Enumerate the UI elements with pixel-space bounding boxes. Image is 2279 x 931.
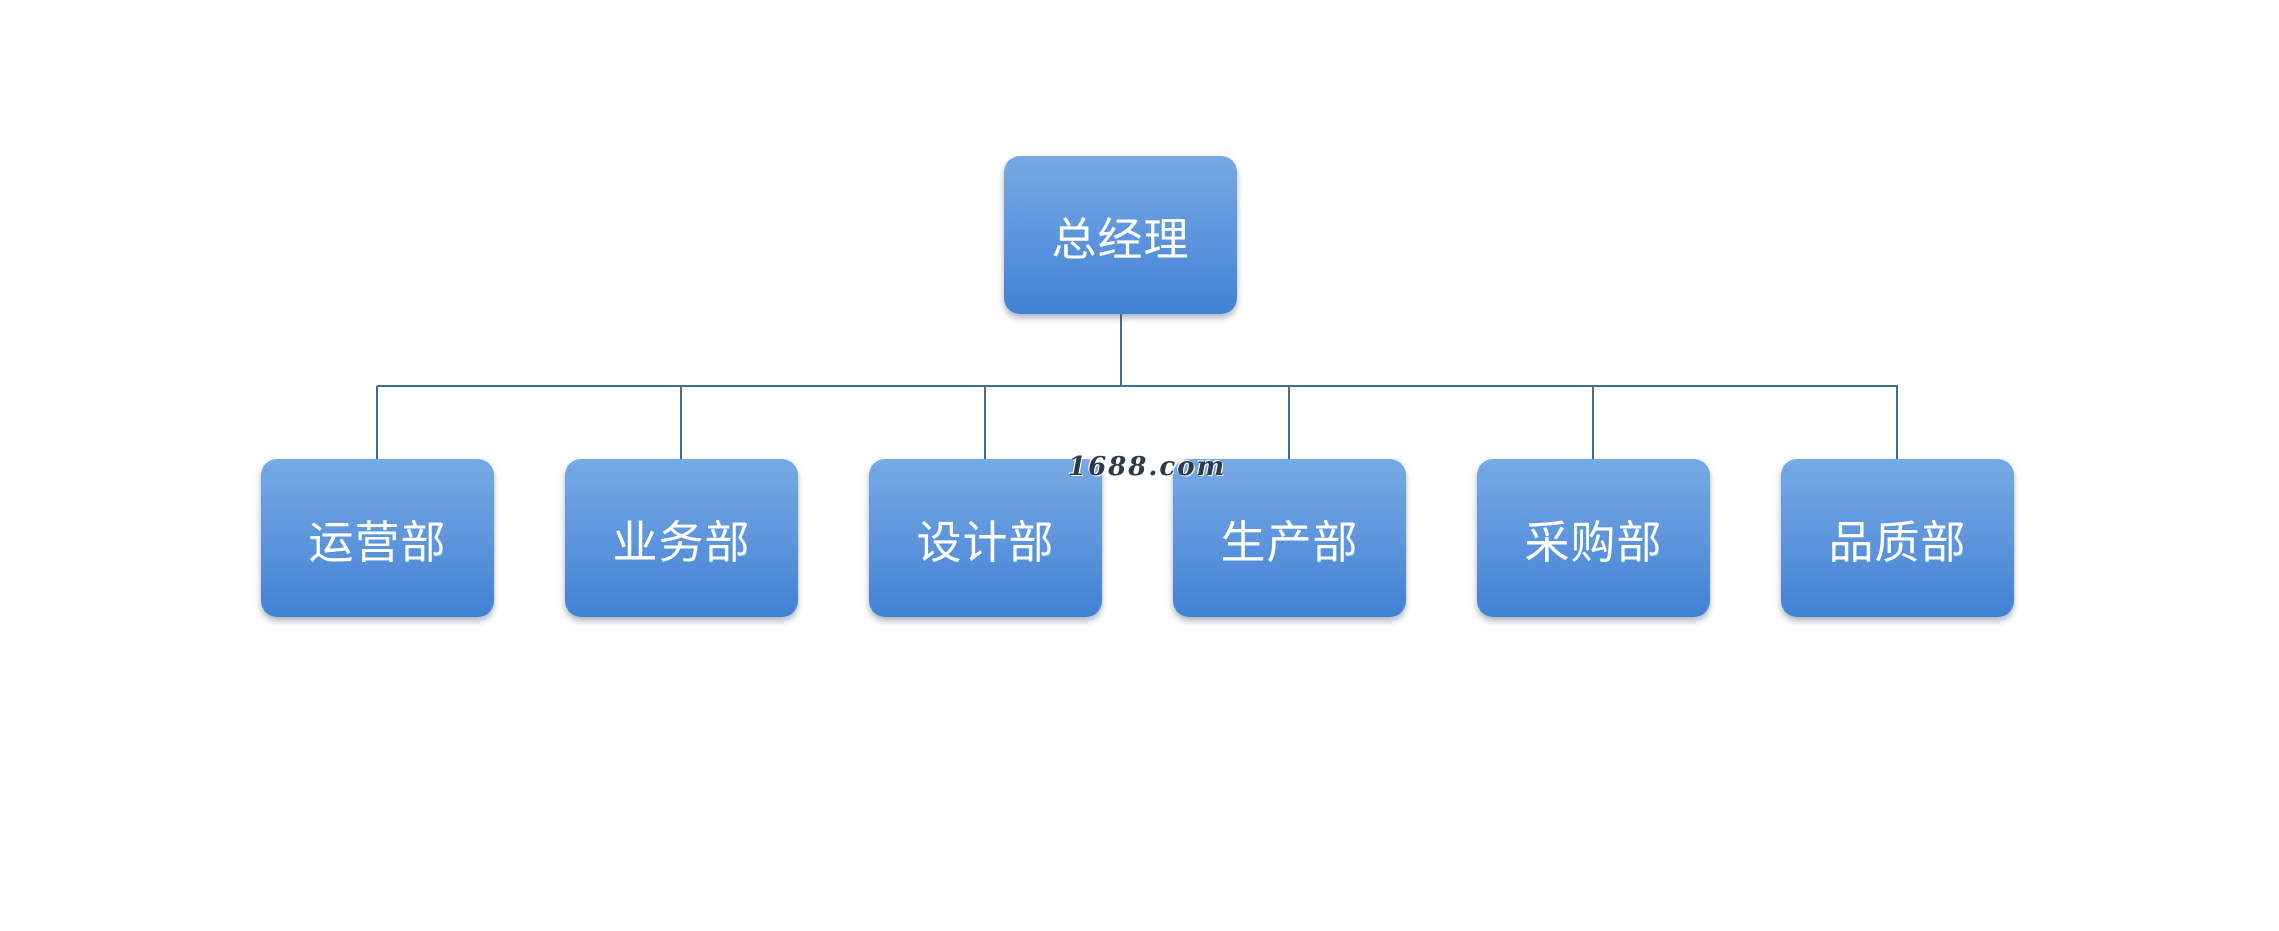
node-label: 业务部 <box>612 515 751 569</box>
node-label: 采购部 <box>1524 515 1663 569</box>
node-department-2: 业务部 <box>565 459 798 617</box>
node-department-4: 生产部 <box>1173 459 1406 617</box>
node-department-1: 运营部 <box>261 459 494 617</box>
node-department-3: 设计部 <box>869 459 1102 617</box>
node-label: 设计部 <box>916 515 1055 569</box>
watermark-text: 1688.com <box>1068 452 1227 482</box>
node-department-6: 品质部 <box>1781 459 2014 617</box>
node-label: 生产部 <box>1220 515 1359 569</box>
node-label: 总经理 <box>1051 212 1190 266</box>
node-department-5: 采购部 <box>1477 459 1710 617</box>
node-label: 品质部 <box>1828 515 1967 569</box>
node-label: 运营部 <box>308 515 447 569</box>
node-general-manager: 总经理 <box>1004 156 1237 314</box>
